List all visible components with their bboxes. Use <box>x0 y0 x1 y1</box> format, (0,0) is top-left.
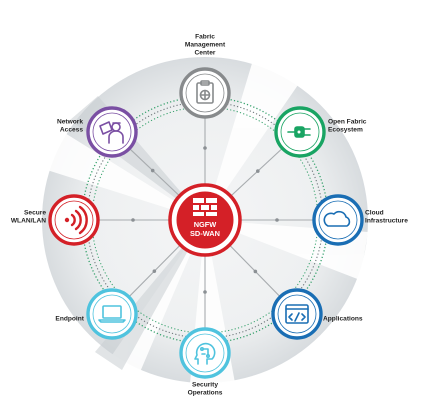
clipboard-globe-icon <box>196 80 214 104</box>
node-label-access-line1: Network <box>57 118 83 125</box>
node-label-open-line1: Open Fabric <box>328 118 367 125</box>
node-label-secops-line2: Operations <box>188 390 223 397</box>
node-access[interactable] <box>86 106 138 158</box>
node-inner-apps <box>277 294 317 334</box>
spoke-dot-endpoint <box>152 269 157 273</box>
node-label-fmc-line3: Center <box>195 50 216 57</box>
node-label-endpoint-line1: Endpoint <box>55 316 84 323</box>
spoke-dot-wlan <box>131 218 135 222</box>
node-label-secops-line1: Security <box>192 381 218 388</box>
spoke-dot-apps <box>253 269 258 274</box>
node-inner-cloud <box>318 200 358 240</box>
node-label-cloud-line1: Cloud <box>365 209 384 216</box>
laptop-icon <box>98 305 126 323</box>
node-endpoint[interactable] <box>86 288 138 340</box>
node-secops[interactable] <box>179 327 231 379</box>
node-label-wlan-line2: WLAN/LAN <box>11 218 46 225</box>
user-badge-icon <box>99 121 124 144</box>
node-inner-endpoint <box>92 294 132 334</box>
node-open[interactable] <box>274 106 326 158</box>
firewall-icon <box>193 198 217 216</box>
wireless-signal-icon <box>64 205 88 235</box>
node-label-fmc-line1: Fabric <box>195 33 215 40</box>
node-label-access-line2: Access <box>60 127 83 134</box>
node-apps[interactable] <box>271 288 323 340</box>
spoke-dot-access <box>150 168 155 173</box>
spoke-dot-cloud <box>275 218 279 222</box>
node-fmc[interactable] <box>179 67 231 119</box>
node-label-wlan-line1: Secure <box>24 209 46 216</box>
brain-circuit-icon <box>194 342 216 365</box>
spoke-dot-open <box>256 169 260 173</box>
node-label-fmc-line2: Management <box>185 42 226 49</box>
plug-connector-icon <box>287 126 311 138</box>
code-window-icon <box>285 304 309 324</box>
center-label-line2: SD-WAN <box>190 229 220 238</box>
node-label-apps-line1: Applications <box>323 316 363 323</box>
spoke-dot-fmc <box>203 146 207 150</box>
node-wlan[interactable] <box>48 194 100 246</box>
spoke-dot-secops <box>203 290 207 294</box>
center-node[interactable]: NGFW SD-WAN <box>168 183 242 257</box>
center-label-line1: NGFW <box>194 220 217 229</box>
cloud-icon <box>323 210 351 227</box>
node-label-cloud-line2: Infrastructure <box>365 218 408 225</box>
node-inner-secops <box>185 333 225 373</box>
node-label-open-line2: Ecosystem <box>328 127 363 134</box>
node-cloud[interactable] <box>312 194 364 246</box>
